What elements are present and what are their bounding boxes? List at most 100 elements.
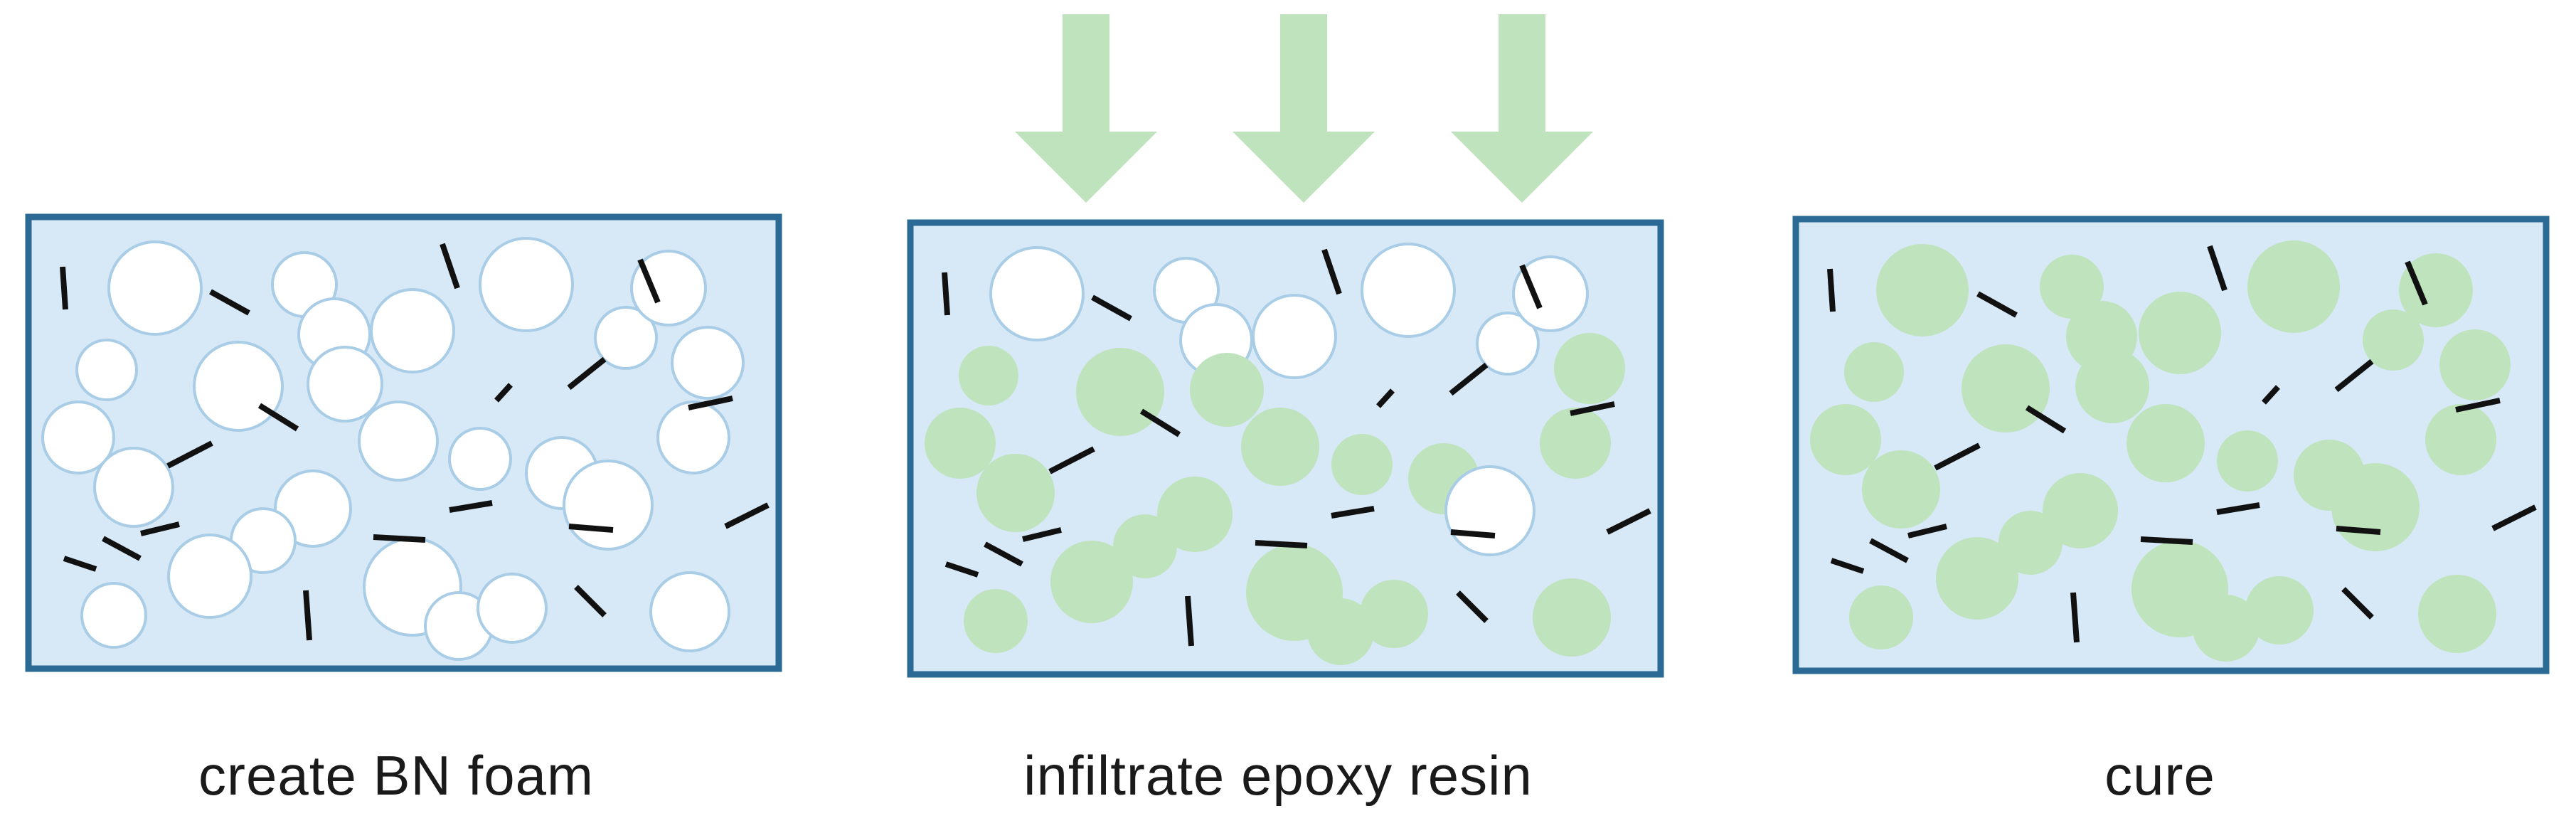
bn-platelet — [449, 500, 493, 513]
epoxy-filled-pore — [1331, 434, 1393, 495]
empty-pore — [479, 237, 574, 332]
empty-pore — [989, 246, 1085, 341]
epoxy-filled-pore — [2193, 595, 2260, 662]
bn-platelet — [102, 536, 142, 561]
bn-platelet — [63, 556, 97, 572]
bn-platelet — [303, 590, 312, 641]
bn-platelet — [574, 585, 607, 617]
empty-pore — [1252, 294, 1337, 379]
bn-platelet — [494, 383, 513, 403]
epoxy-filled-pore — [1113, 514, 1177, 578]
bn-platelet — [140, 521, 180, 536]
bn-platelet — [1185, 595, 1194, 647]
epoxy-filled-pore — [1862, 450, 1940, 529]
empty-pore — [448, 427, 512, 491]
epoxy-filled-pore — [1810, 404, 1881, 475]
epoxy-filled-pore — [1307, 598, 1374, 665]
bn-platelet — [2405, 260, 2428, 306]
epoxy-filled-pore — [1533, 578, 1611, 657]
caption-cure: cure — [2104, 744, 2215, 807]
pores — [41, 237, 745, 661]
epoxy-filled-pore — [1998, 511, 2063, 575]
epoxy-filled-pore — [1844, 342, 1904, 402]
epoxy-filled-pore — [1157, 477, 1233, 552]
epoxy-filled-pore — [2040, 255, 2104, 319]
pores — [1810, 240, 2511, 662]
epoxy-filled-pore — [2363, 309, 2424, 371]
bn-platelet — [2341, 587, 2374, 620]
bn-platelet — [567, 356, 607, 391]
epoxy-filled-pore — [2075, 349, 2149, 423]
epoxy-filled-pore — [925, 408, 996, 479]
bn-platelet — [942, 272, 950, 316]
empty-pore — [358, 400, 439, 482]
bn-platelet — [1934, 442, 1981, 471]
bn-platelet — [2025, 405, 2067, 434]
bn-platelet — [1091, 295, 1132, 322]
bn-platelet — [984, 541, 1023, 567]
bn-platelets — [942, 248, 1651, 647]
bn-platelet — [257, 403, 299, 432]
bn-platelet — [166, 440, 213, 469]
epoxy-filled-pore — [1554, 333, 1625, 404]
bn-platelet — [440, 243, 460, 290]
bn-platelet — [2336, 526, 2381, 535]
bn-platelets — [1827, 245, 2537, 643]
epoxy-filled-pore — [1849, 585, 1913, 649]
bn-platelet — [1022, 527, 1062, 542]
bn-platelets — [60, 243, 770, 641]
epoxy-filled-pore — [2425, 404, 2496, 475]
bn-platelet — [2207, 245, 2228, 292]
bn-platelet — [2262, 385, 2280, 405]
panel-3 — [1792, 216, 2550, 674]
empty-pore — [41, 400, 115, 474]
bn-platelet — [1456, 590, 1489, 623]
bn-platelet — [373, 534, 426, 543]
bn-platelet — [2491, 504, 2537, 531]
empty-pore — [630, 250, 707, 327]
epoxy-filled-pore — [2217, 430, 2278, 492]
bn-platelet — [1606, 508, 1651, 535]
panel-2 — [907, 14, 1664, 678]
caption-infiltrate-epoxy-resin: infiltrate epoxy resin — [1023, 744, 1533, 807]
bn-platelet — [1376, 388, 1395, 408]
empty-pore — [1361, 243, 1456, 338]
panel-1 — [25, 213, 782, 672]
bn-platelet — [1976, 291, 2018, 318]
empty-pore — [307, 346, 383, 423]
bn-platelet — [1869, 538, 1909, 563]
infiltration-arrows — [1015, 14, 1593, 203]
empty-pore — [80, 582, 147, 649]
epoxy-filled-pore — [1076, 348, 1164, 436]
bn-platelet — [209, 289, 250, 316]
epoxy-filled-pore — [1540, 408, 1611, 479]
bn-platelet — [724, 502, 770, 529]
bn-platelet — [944, 561, 979, 578]
empty-pore — [563, 460, 654, 551]
epoxy-filled-pore — [2245, 576, 2314, 644]
epoxy-filled-pore — [2418, 575, 2496, 653]
bn-platelet — [2140, 536, 2193, 545]
epoxy-filled-pore — [2127, 404, 2205, 482]
bn-platelet — [1570, 401, 1615, 416]
empty-pore — [1512, 255, 1589, 332]
empty-pore — [594, 306, 658, 370]
bn-platelet — [688, 396, 733, 410]
epoxy-filled-pore — [1190, 353, 1264, 427]
empty-pore — [274, 469, 352, 548]
epoxy-filled-pore — [2247, 240, 2340, 333]
epoxy-filled-pore — [1360, 580, 1428, 648]
epoxy-filled-pore — [2139, 292, 2221, 374]
bn-platelet — [1519, 264, 1543, 309]
epoxy-filled-pore — [1241, 408, 1319, 486]
empty-pore — [107, 240, 203, 336]
epoxy-filled-pore — [1876, 244, 1969, 336]
epoxy-filled-pore — [2331, 463, 2420, 551]
bn-platelet — [1321, 248, 1342, 295]
bn-platelet — [2334, 359, 2374, 393]
epoxy-filled-pore — [2439, 329, 2511, 400]
bn-platelet — [1331, 506, 1375, 519]
empty-pore — [1444, 465, 1536, 556]
empty-pore — [93, 447, 174, 528]
